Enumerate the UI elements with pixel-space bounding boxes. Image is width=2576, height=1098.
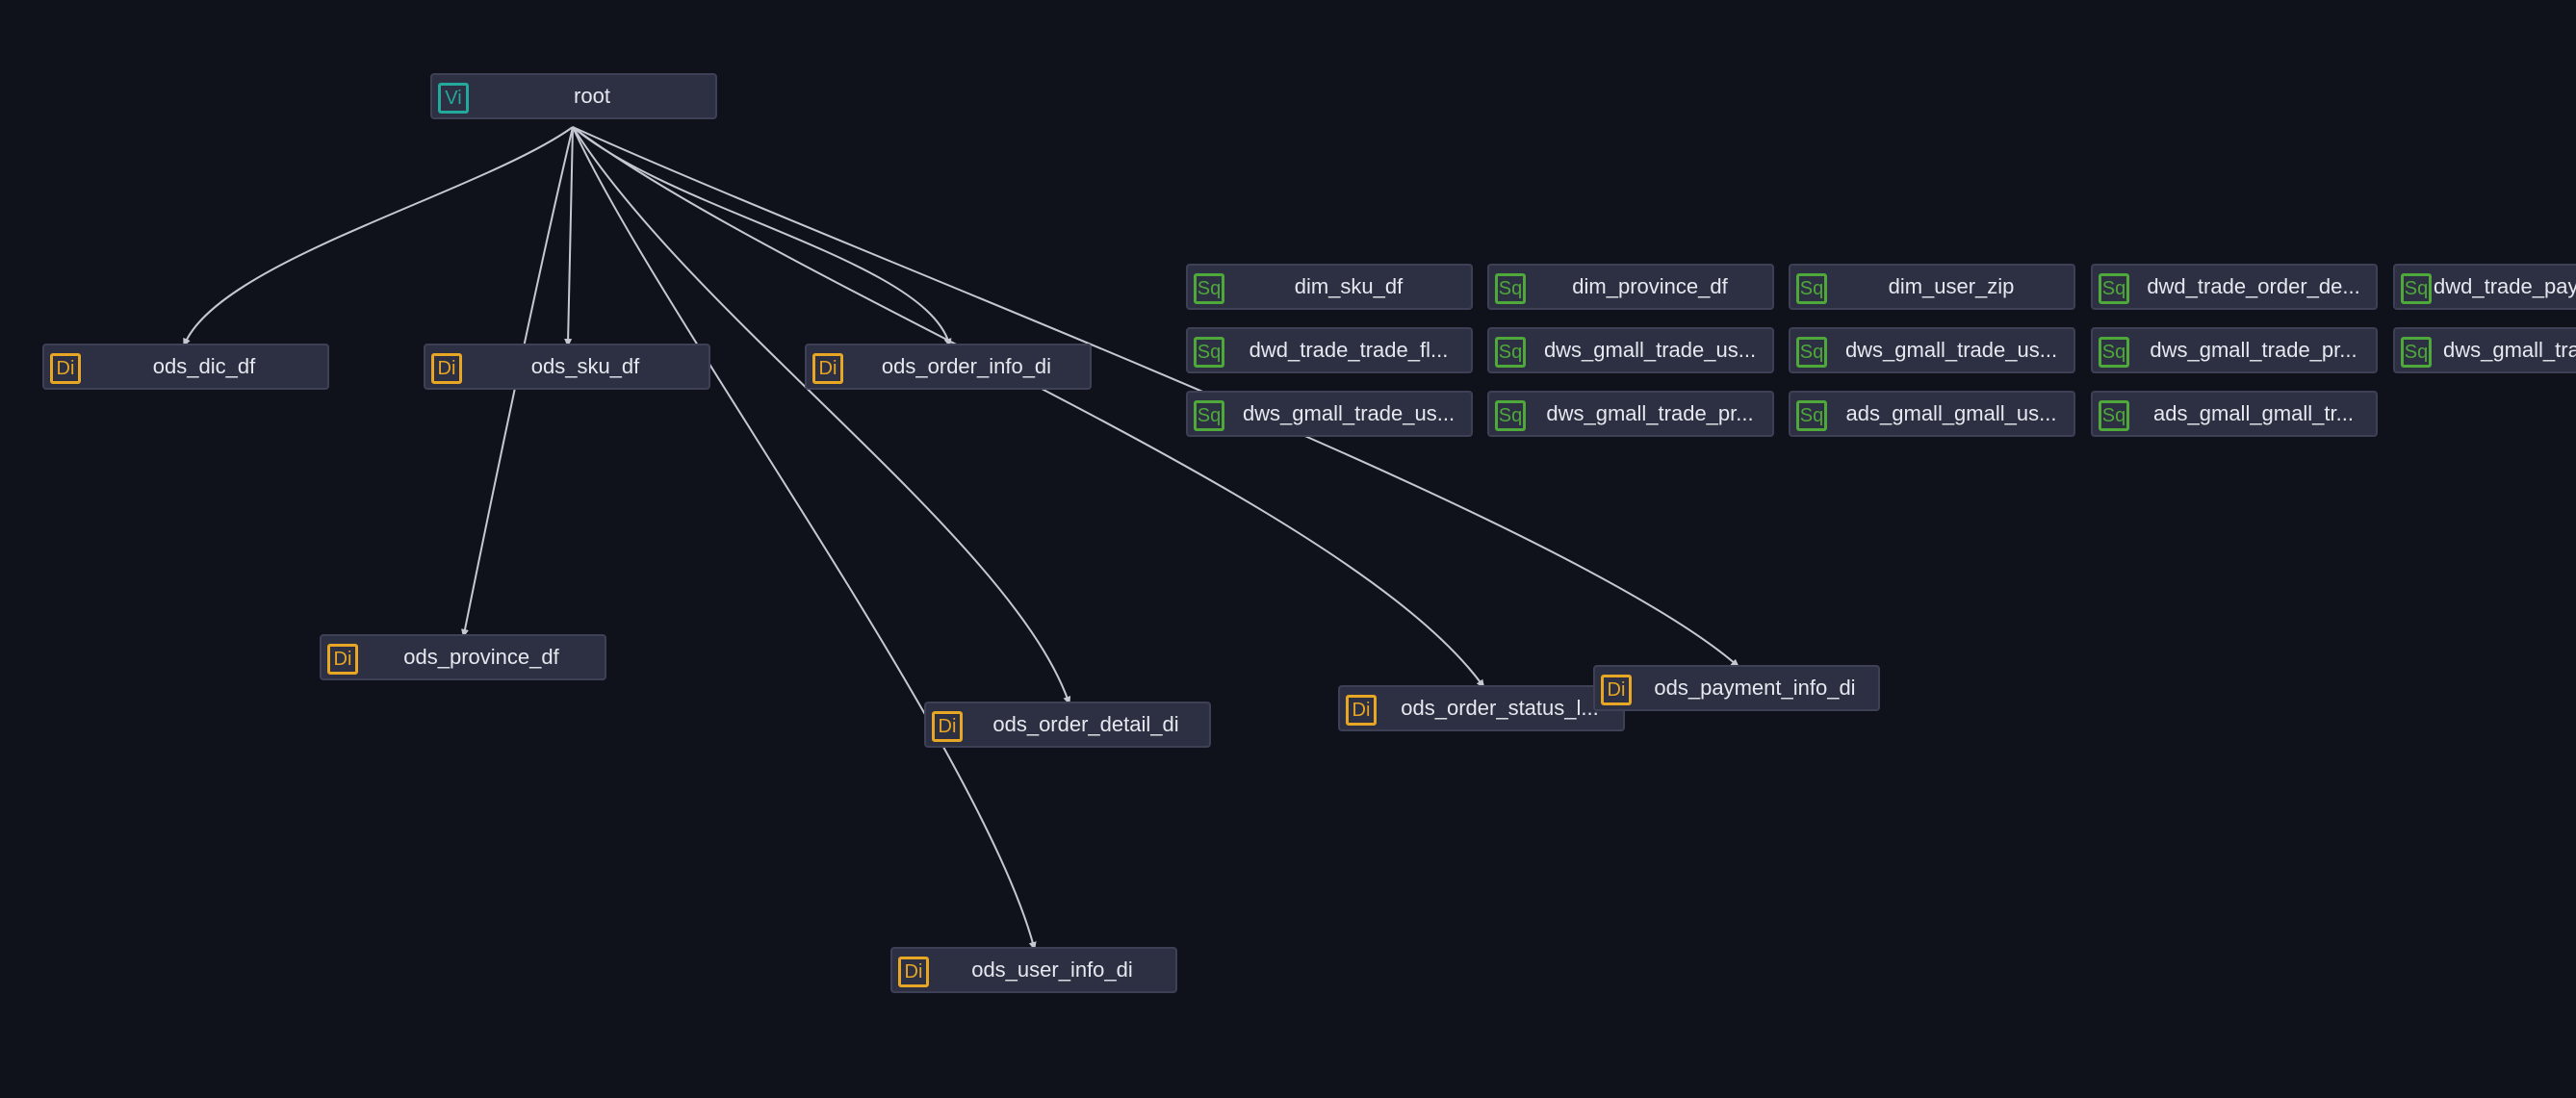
node-dws-gmall-trade-province-1[interactable]: Sq dws_gmall_trade_pr... [2091,327,2378,373]
data-integration-icon: Di [932,711,963,742]
edge-root-ods-order-detail-di [572,126,1071,705]
node-dws-gmall-trade-user-3[interactable]: Sq dws_gmall_trade_us... [1186,391,1473,437]
node-dwd-trade-order-detail[interactable]: Sq dwd_trade_order_de... [2091,264,2378,310]
node-dws-gmall-trade-user-1[interactable]: Sq dws_gmall_trade_us... [1487,327,1774,373]
sql-node-icon: Sq [2099,400,2129,431]
data-integration-icon: Di [327,644,358,675]
edge-root-ods-dic-df [183,126,574,347]
sql-node-icon: Sq [1495,337,1526,368]
node-label: ods_payment_info_di [1654,676,1856,700]
node-label: ads_gmall_gmall_tr... [2153,401,2354,425]
node-label: dim_province_df [1572,274,1728,298]
sql-node-icon: Sq [2099,273,2129,304]
node-label: dim_sku_df [1294,274,1404,298]
node-label: ods_order_info_di [881,354,1052,378]
node-dwd-trade-trade-flow[interactable]: Sq dwd_trade_trade_fl... [1186,327,1473,373]
node-ods-user-info-di[interactable]: Di ods_user_info_di [890,947,1177,993]
node-root[interactable]: Vi root [430,73,717,119]
node-label: ods_order_detail_di [992,712,1179,736]
node-label: dws_gmall_trade_us... [1242,401,1455,425]
sql-node-icon: Sq [1194,337,1224,368]
node-ods-province-df[interactable]: Di ods_province_df [320,634,606,680]
node-label: dws_gmall_trade_pr... [2150,338,2357,362]
sql-node-icon: Sq [1796,337,1827,368]
node-label: root [574,84,610,108]
node-label: dim_user_zip [1888,274,2015,298]
node-dwd-trade-payment[interactable]: Sq dwd_trade_paym [2393,264,2576,310]
node-label: dws_gmall_trac [2443,338,2576,362]
sql-node-icon: Sq [1194,400,1224,431]
sql-node-icon: Sq [1495,273,1526,304]
node-label: ods_user_info_di [971,958,1133,982]
data-integration-icon: Di [812,353,843,384]
sql-node-icon: Sq [1796,400,1827,431]
edge-root-ods-sku-df [564,126,574,347]
node-ods-sku-df[interactable]: Di ods_sku_df [424,344,710,390]
node-label: ods_order_status_l... [1401,696,1599,720]
node-dim-user-zip[interactable]: Sq dim_user_zip [1789,264,2075,310]
edge-root-ods-user-info-di [572,126,1037,951]
node-dws-gmall-trade-province-2[interactable]: Sq dws_gmall_trade_pr... [1487,391,1774,437]
data-integration-icon: Di [431,353,462,384]
data-integration-icon: Di [50,353,81,384]
data-integration-icon: Di [1601,675,1632,705]
sql-node-icon: Sq [2099,337,2129,368]
node-dim-province-df[interactable]: Sq dim_province_df [1487,264,1774,310]
node-dws-gmall-trade-user-2[interactable]: Sq dws_gmall_trade_us... [1789,327,2075,373]
node-label: ods_province_df [403,645,559,669]
node-ods-payment-info-di[interactable]: Di ods_payment_info_di [1593,665,1880,711]
sql-node-icon: Sq [2401,337,2432,368]
node-dws-gmall-trade-cut[interactable]: Sq dws_gmall_trac [2393,327,2576,373]
data-integration-icon: Di [898,957,929,987]
node-label: ads_gmall_gmall_us... [1845,401,2057,425]
sql-node-icon: Sq [1194,273,1224,304]
edge-root-ods-order-info-di [572,126,952,347]
view-node-icon: Vi [438,83,469,114]
node-label: dwd_trade_paym [2434,274,2576,298]
sql-node-icon: Sq [2401,273,2432,304]
sql-node-icon: Sq [1796,273,1827,304]
sql-node-icon: Sq [1495,400,1526,431]
node-ods-order-info-di[interactable]: Di ods_order_info_di [805,344,1092,390]
node-label: dws_gmall_trade_us... [1844,338,2058,362]
node-label: dwd_trade_trade_fl... [1249,338,1449,362]
node-ods-order-status-log[interactable]: Di ods_order_status_l... [1338,685,1625,731]
node-label: ods_dic_df [152,354,256,378]
node-label: ods_sku_df [530,354,640,378]
node-ods-order-detail-di[interactable]: Di ods_order_detail_di [924,702,1211,748]
node-ods-dic-df[interactable]: Di ods_dic_df [42,344,329,390]
data-integration-icon: Di [1346,695,1377,726]
node-dim-sku-df[interactable]: Sq dim_sku_df [1186,264,1473,310]
node-label: dws_gmall_trade_pr... [1546,401,1754,425]
node-label: dws_gmall_trade_us... [1543,338,1757,362]
node-ads-gmall-gmall-user[interactable]: Sq ads_gmall_gmall_us... [1789,391,2075,437]
node-label: dwd_trade_order_de... [2147,274,2360,298]
node-ads-gmall-gmall-trade[interactable]: Sq ads_gmall_gmall_tr... [2091,391,2378,437]
